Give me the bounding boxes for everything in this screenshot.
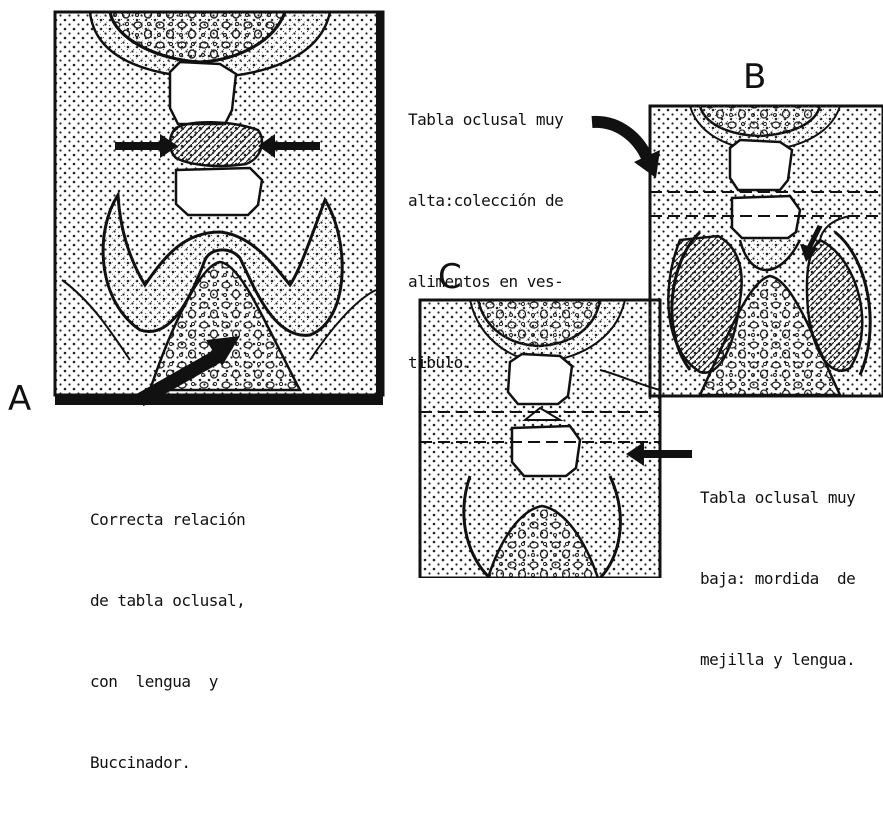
figure-a-letter: A <box>8 382 31 416</box>
caption-b-line: alta:colección de <box>408 187 563 214</box>
caption-a-line: Correcta relación <box>90 506 245 533</box>
caption-c-line: Tabla oclusal muy <box>700 484 855 511</box>
caption-b: Tabla oclusal muy alta:colección de alim… <box>408 52 563 430</box>
caption-b-line: Tabla oclusal muy <box>408 106 563 133</box>
caption-b-line: alimentos en ves- <box>408 268 563 295</box>
diagram-stage: A B C Tabla oclusal muy alta:colección d… <box>0 0 883 578</box>
figure-a-illustration <box>55 12 383 405</box>
caption-c-line: mejilla y lengua. <box>700 646 855 673</box>
caption-c: Tabla oclusal muy baja: mordida de mejil… <box>700 430 855 727</box>
caption-a-line: con lengua y <box>90 668 245 695</box>
figure-b-letter: B <box>743 60 766 94</box>
caption-a-line: de tabla oclusal, <box>90 587 245 614</box>
caption-c-line: baja: mordida de <box>700 565 855 592</box>
caption-a-line: Buccinador. <box>90 749 245 776</box>
caption-a: Correcta relación de tabla oclusal, con … <box>90 452 245 830</box>
caption-b-line: tibulo. <box>408 349 563 376</box>
